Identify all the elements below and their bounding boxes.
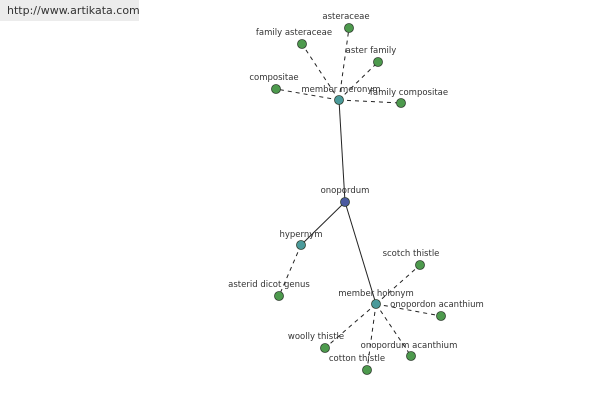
leaf-node-dot[interactable] <box>297 39 307 49</box>
leaf-node-label: woolly thistle <box>288 332 344 342</box>
leaf-node-label: aster family <box>346 46 397 56</box>
leaf-node-label: asterid dicot genus <box>228 280 310 290</box>
relation-node-dot[interactable] <box>296 240 306 250</box>
leaf-node-dot[interactable] <box>436 311 446 321</box>
leaf-node-scotch-thistle[interactable]: scotch thistle <box>383 249 440 270</box>
edge-member-holonym-to-cotton-thistle <box>366 303 377 371</box>
url-bar: http://www.artikata.com <box>0 0 140 21</box>
leaf-node-compositae[interactable]: compositae <box>249 73 299 94</box>
leaf-node-label: scotch thistle <box>383 249 440 259</box>
relation-node-hypernym[interactable]: hypernym <box>279 230 323 250</box>
leaf-node-label: compositae <box>249 73 298 83</box>
root-node-label: onopordum <box>321 186 370 196</box>
edge-member-holonym-to-onopordon-acanthium <box>375 303 442 317</box>
leaf-node-dot[interactable] <box>396 98 406 108</box>
leaf-node-dot[interactable] <box>320 343 330 353</box>
relation-node-dot[interactable] <box>371 299 381 309</box>
leaf-node-label: asteraceae <box>322 12 369 22</box>
relation-node-label: member meronym <box>301 85 380 95</box>
edge-member-meronym-to-family-compositae <box>338 99 402 104</box>
relation-node-member-meronym[interactable]: member meronym <box>301 85 381 105</box>
relation-node-dot[interactable] <box>334 95 344 105</box>
leaf-node-family-asteraceae[interactable]: family asteraceae <box>256 28 332 49</box>
edge-member-meronym-to-aster-family <box>338 61 379 101</box>
leaf-node-family-compositae[interactable]: family compositae <box>370 88 448 108</box>
graph-edges <box>275 27 442 371</box>
relation-node-member-holonym[interactable]: member holonym <box>338 289 414 309</box>
leaf-node-cotton-thistle[interactable]: cotton thistle <box>329 354 385 375</box>
edge-member-meronym-to-compositae <box>275 88 340 101</box>
edge-root-to-member-meronym <box>338 99 346 203</box>
leaf-node-onopordum-acanthium[interactable]: onopordum acanthium <box>361 341 458 361</box>
edge-member-meronym-to-family-asteraceae <box>301 43 340 101</box>
leaf-node-label: onopordum acanthium <box>361 341 458 351</box>
leaf-node-asteraceae[interactable]: asteraceae <box>322 12 370 33</box>
leaf-node-woolly-thistle[interactable]: woolly thistle <box>288 332 344 353</box>
relation-node-label: member holonym <box>338 289 413 299</box>
site-url-link[interactable]: http://www.artikata.com <box>7 4 140 17</box>
edge-hypernym-to-asterid-dicot-genus <box>278 244 302 297</box>
leaf-node-label: family compositae <box>370 88 448 98</box>
leaf-node-dot[interactable] <box>373 57 383 67</box>
leaf-node-onopordon-acanthium[interactable]: onopordon acanthium <box>390 300 484 321</box>
leaf-node-label: family asteraceae <box>256 28 332 38</box>
leaf-node-dot[interactable] <box>271 84 281 94</box>
leaf-node-dot[interactable] <box>274 291 284 301</box>
graph-nodes: onopordum member meronym hypernym member ho… <box>228 12 484 375</box>
root-node-onopordum[interactable]: onopordum <box>321 186 370 207</box>
edge-member-holonym-to-onopordum-acanthium <box>375 303 412 357</box>
edge-member-holonym-to-scotch-thistle <box>375 264 421 305</box>
leaf-node-dot[interactable] <box>344 23 354 33</box>
leaf-node-dot[interactable] <box>406 351 416 361</box>
edge-root-to-hypernym <box>300 201 346 246</box>
leaf-node-label: onopordon acanthium <box>390 300 484 310</box>
leaf-node-dot[interactable] <box>362 365 372 375</box>
leaf-node-aster-family[interactable]: aster family <box>346 46 397 67</box>
relation-node-label: hypernym <box>279 230 322 240</box>
leaf-node-dot[interactable] <box>415 260 425 270</box>
leaf-node-label: cotton thistle <box>329 354 385 364</box>
root-node-dot[interactable] <box>340 197 350 207</box>
leaf-node-asterid-dicot-genus[interactable]: asterid dicot genus <box>228 280 310 301</box>
edge-member-holonym-to-woolly-thistle <box>324 303 377 349</box>
edge-root-to-member-holonym <box>344 201 377 305</box>
